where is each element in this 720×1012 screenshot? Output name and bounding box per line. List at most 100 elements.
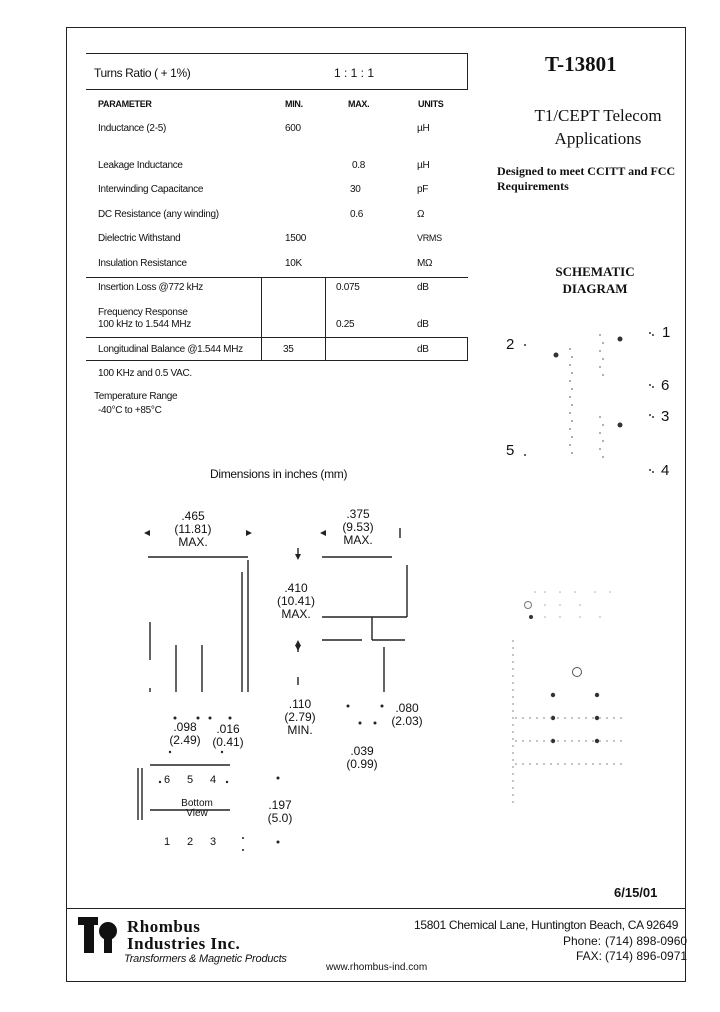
row-param: Interwinding Capacitance [98,184,204,195]
phone-number: (714) 898-0960 [605,934,688,948]
dim-pin-diameter: .016 (0.41) [203,723,253,749]
dim-lead-width: .039 (0.99) [337,745,387,771]
row-units: Ω [417,209,425,220]
dim-pin-pitch: .098 (2.49) [160,721,210,747]
schematic-pin-5: 5 [506,442,515,459]
dim-value-mm: (0.41) [212,735,244,749]
dim-value: .110 [288,697,312,711]
row-param: Leakage Inductance [98,160,183,171]
revision-date: 6/15/01 [614,885,658,900]
dim-value-mm: (2.49) [169,733,201,747]
row-max: 30 [350,184,361,195]
address: 15801 Chemical Lane, Huntington Beach, C… [414,918,679,932]
header-min: MIN. [285,99,303,109]
bottom-view-line2: View [186,808,208,819]
header-max: MAX. [348,99,370,109]
designed-line1: Designed to meet CCITT and FCC [497,164,676,178]
dim-value: .197 [268,798,292,812]
row-units: µH [417,123,430,134]
dimensions-title: Dimensions in inches (mm) [210,467,348,481]
schematic-title-line2: DIAGRAM [562,281,628,296]
bottom-pin-2: 2 [187,836,194,848]
row-param: Insulation Resistance [98,258,187,269]
part-number: T-13801 [545,52,617,76]
row-min: 35 [283,344,294,355]
dim-qualifier: MAX. [281,607,311,621]
dim-value: .375 [346,507,370,521]
header-units: UNITS [418,99,444,109]
bottom-pin-6: 6 [164,774,171,786]
dim-qualifier: MIN. [287,723,313,737]
dim-value: .080 [395,701,419,715]
footer-divider [66,908,686,909]
row-max: 0.8 [352,160,366,171]
application-title: T1/CEPT Telecom Applications [500,104,696,150]
dim-value-mm: (2.79) [284,710,316,724]
schematic-pin-3: 3 [661,408,670,425]
row-min: 10K [285,258,302,269]
turns-ratio-value: 1 : 1 : 1 [334,66,375,80]
row-param: 100 kHz to 1.544 MHz [98,319,191,330]
page-frame [66,27,686,982]
row-max: 0.25 [336,319,355,330]
schematic-title-line1: SCHEMATIC [555,264,635,279]
row-units: pF [417,184,429,195]
dim-value: .016 [216,722,240,736]
company-tagline: Transformers & Magnetic Products [124,953,287,965]
dim-height: .410 (10.41) MAX. [266,582,326,621]
bottom-pin-4: 4 [210,774,217,786]
row-units: µH [417,160,430,171]
dim-width-side: .375 (9.53) MAX. [328,508,388,547]
dim-value: .410 [284,581,308,595]
bottom-pin-1: 1 [164,836,171,848]
dim-lead-length: .110 (2.79) MIN. [270,698,330,737]
row-max: 0.6 [350,209,364,220]
row-param: DC Resistance (any winding) [98,209,219,220]
fax-number: (714) 896-0971 [605,949,688,963]
pcb-layout-diagram [512,591,625,805]
row-min: 600 [285,123,301,134]
dim-row-spacing: .197 (5.0) [255,799,305,825]
dim-value-mm: (0.99) [346,757,378,771]
dim-value: .465 [181,509,205,523]
header-parameter: PARAMETER [98,99,152,109]
schematic-pin-2: 2 [506,336,515,353]
company-name-line2: Industries Inc. [127,934,241,953]
phone-label: Phone: [563,934,602,948]
dim-value-mm: (9.53) [342,520,374,534]
dim-value: .039 [350,744,374,758]
dim-value-mm: (5.0) [267,811,293,825]
company-name-line1: Rhombus [127,917,201,936]
rhombus-logo-icon [78,917,117,953]
row-units: dB [417,319,429,330]
schematic-diagram [524,332,654,473]
row-param: Insertion Loss @772 kHz [98,282,203,293]
designed-to-meet: Designed to meet CCITT and FCC Requireme… [497,164,675,194]
row-units: dB [417,344,429,355]
website-link[interactable]: www.rhombus-ind.com [326,962,428,973]
application-title-line2: Applications [554,129,642,148]
fax-label: FAX: [576,949,603,963]
schematic-title: SCHEMATIC DIAGRAM [540,263,650,297]
schematic-pin-4: 4 [661,462,670,479]
application-title-line1: T1/CEPT Telecom [534,106,662,125]
bottom-view-label: Bottom View [174,799,220,819]
row-param: Dielectric Withstand [98,233,181,244]
dimension-drawing [137,528,408,851]
note-temp-range: -40°C to +85°C [98,405,162,416]
row-units: VRMS [417,233,442,243]
schematic-pin-6: 6 [661,377,670,394]
bottom-view-line1: Bottom [181,798,213,809]
dim-value-mm: (2.03) [391,714,423,728]
dim-value: .098 [173,720,197,734]
row-min: 1500 [285,233,307,244]
dim-value-mm: (11.81) [174,522,212,536]
turns-ratio-label: Turns Ratio ( + 1%) [94,66,191,80]
note-temp-label: Temperature Range [94,391,178,402]
row-param: Inductance (2-5) [98,123,167,134]
dim-qualifier: MAX. [343,533,373,547]
dim-qualifier: MAX. [178,535,208,549]
designed-line2: Requirements [497,179,569,193]
dim-value-mm: (10.41) [276,594,316,608]
dim-standoff: .080 (2.03) [382,702,432,728]
